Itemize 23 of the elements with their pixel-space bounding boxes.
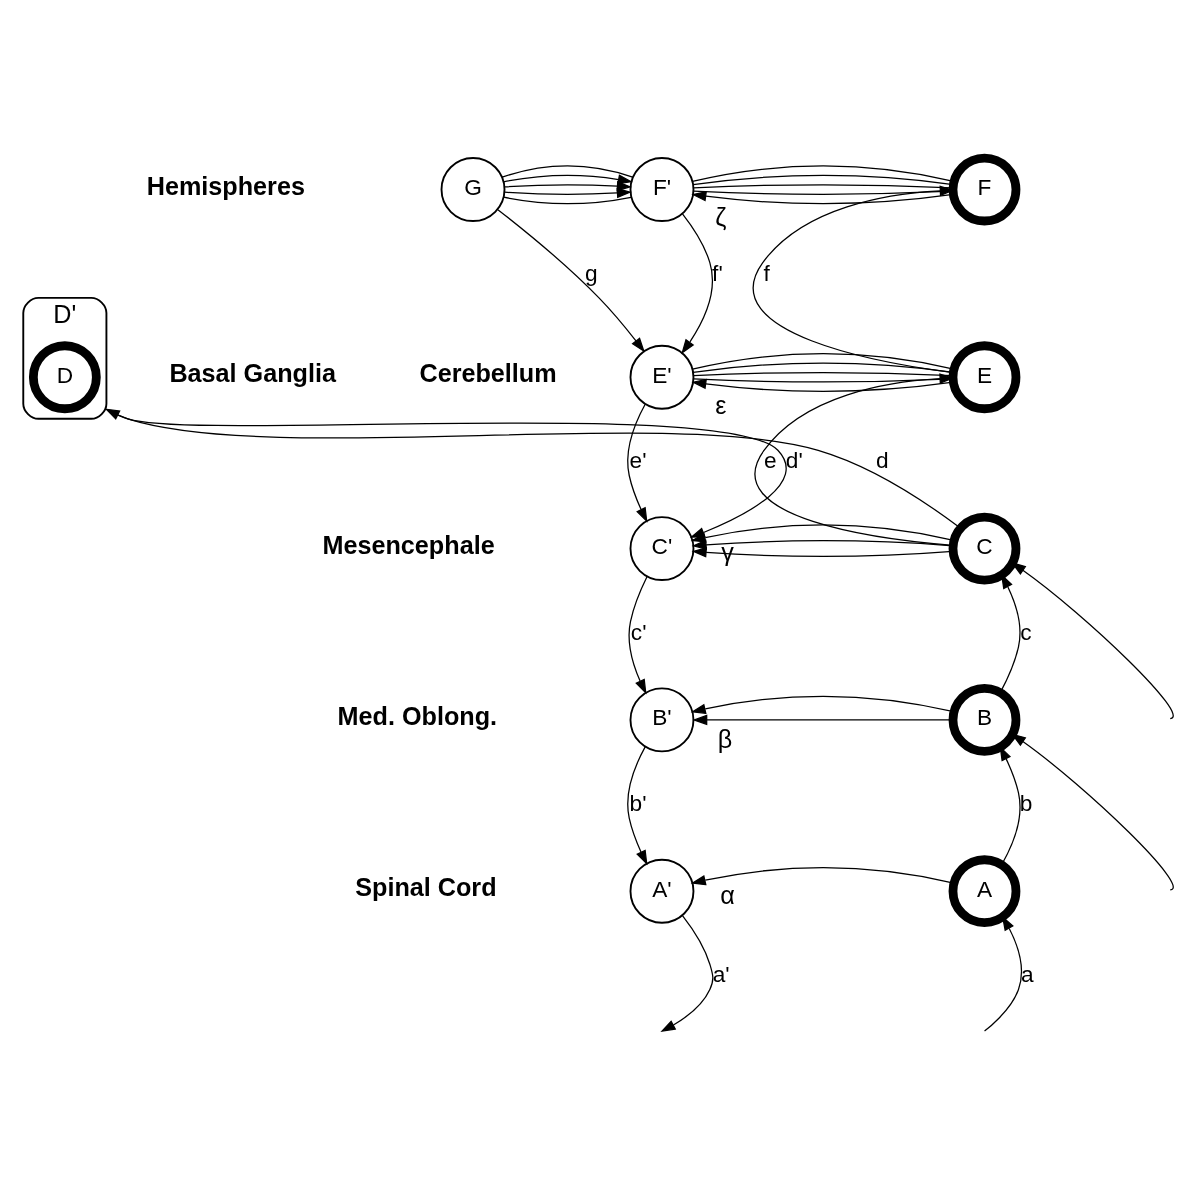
edge-label: b' — [629, 789, 647, 816]
label: Basal Ganglia — [169, 358, 336, 387]
label: Hemispheres — [146, 171, 305, 200]
edge-label: f' — [712, 259, 723, 286]
label: Mesencephale — [322, 530, 495, 559]
edge-label: d' — [785, 446, 803, 473]
edge-label: α — [720, 880, 735, 909]
edge-label: ζ — [715, 202, 727, 231]
label: Med. Oblong. — [337, 701, 498, 730]
edge-label: ε — [715, 390, 727, 419]
edge-label: c — [1020, 618, 1032, 645]
edge-label: a — [1021, 960, 1034, 987]
edge-label: g — [585, 259, 598, 286]
label: Cerebellum — [419, 358, 557, 387]
edge-label: a' — [712, 960, 730, 987]
edge-label: β — [717, 724, 733, 753]
edge-label: c' — [630, 618, 647, 645]
edge-label: b — [1019, 789, 1033, 816]
edge-label: d — [876, 446, 889, 473]
label: Spinal Cord — [355, 872, 497, 901]
edge-label: f — [763, 259, 770, 286]
edge-label: e — [764, 446, 777, 473]
edge-label: e' — [629, 446, 647, 473]
